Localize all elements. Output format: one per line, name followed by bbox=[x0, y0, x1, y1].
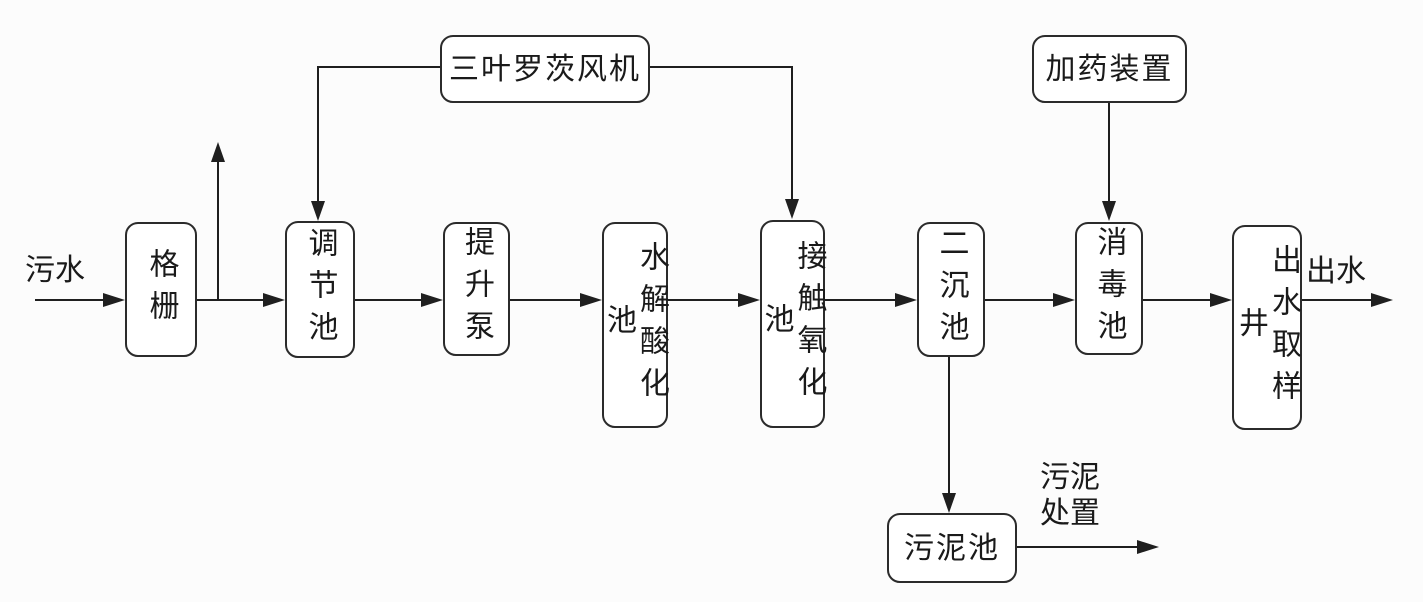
arrowhead-into-sampling-icon bbox=[1210, 293, 1232, 307]
node-sludge-tank: 污泥池 bbox=[887, 513, 1017, 583]
node-lift-pump: 提升泵 bbox=[443, 222, 510, 356]
node-hydrolysis-acidification-tank: 水解酸化池 bbox=[601, 222, 669, 428]
arrowhead-into-hydrolysis-icon bbox=[580, 293, 602, 307]
connector-pump-hydrolysis bbox=[510, 299, 580, 301]
connector-hydrolysis-contact bbox=[668, 299, 738, 301]
arrowhead-into-grid-icon bbox=[103, 293, 125, 307]
connector-blower-right-horizontal bbox=[650, 66, 792, 68]
arrowhead-into-secondary-icon bbox=[895, 293, 917, 307]
arrowhead-effluent-icon bbox=[1371, 293, 1393, 307]
arrowhead-sludge-disposal-icon bbox=[1137, 540, 1159, 554]
arrowhead-dosing-icon bbox=[1102, 201, 1116, 221]
arrowhead-blower-contact-icon bbox=[785, 199, 799, 219]
influent-label: 污水 bbox=[25, 253, 85, 288]
connector-secondary-sludge bbox=[948, 357, 950, 495]
connector-blower-right-vertical bbox=[791, 66, 793, 202]
connector-blower-left-horizontal bbox=[318, 66, 440, 68]
node-secondary-sedimentation-tank: 二沉池 bbox=[917, 222, 985, 357]
connector-regulating-pump bbox=[355, 299, 421, 301]
connector-disinfection-sampling bbox=[1143, 299, 1210, 301]
arrowhead-into-sludge-icon bbox=[942, 493, 956, 513]
arrowhead-blower-regulating-icon bbox=[311, 201, 325, 221]
connector-grid-regulating bbox=[197, 299, 265, 301]
connector-grid-vent bbox=[217, 160, 219, 300]
connector-blower-left-vertical bbox=[317, 66, 319, 204]
arrowhead-into-disinfection-icon bbox=[1053, 293, 1075, 307]
sludge-disposal-label: 污泥处置 bbox=[1040, 460, 1100, 531]
effluent-label: 出水 bbox=[1306, 254, 1366, 289]
arrowhead-into-contact-icon bbox=[738, 293, 760, 307]
connector-contact-secondary bbox=[825, 299, 895, 301]
connector-secondary-disinfection bbox=[985, 299, 1053, 301]
connector-influent-grid bbox=[35, 299, 105, 301]
arrowhead-into-regulating-icon bbox=[263, 293, 285, 307]
connector-effluent-out bbox=[1302, 299, 1373, 301]
connector-dosing-disinfection bbox=[1108, 103, 1110, 203]
connector-sludge-disposal bbox=[1017, 546, 1139, 548]
node-contact-oxidation-tank: 接触氧化池 bbox=[759, 220, 827, 428]
node-blower: 三叶罗茨风机 bbox=[440, 35, 650, 103]
arrowhead-vent-up-icon bbox=[211, 142, 225, 162]
node-dosing-device: 加药装置 bbox=[1032, 35, 1187, 103]
arrowhead-into-pump-icon bbox=[421, 293, 443, 307]
node-regulating-tank: 调节池 bbox=[285, 221, 355, 358]
node-effluent-sampling-well: 出水取样井 bbox=[1232, 225, 1302, 430]
node-grid: 格栅 bbox=[125, 222, 197, 357]
node-disinfection-tank: 消毒池 bbox=[1075, 222, 1143, 355]
